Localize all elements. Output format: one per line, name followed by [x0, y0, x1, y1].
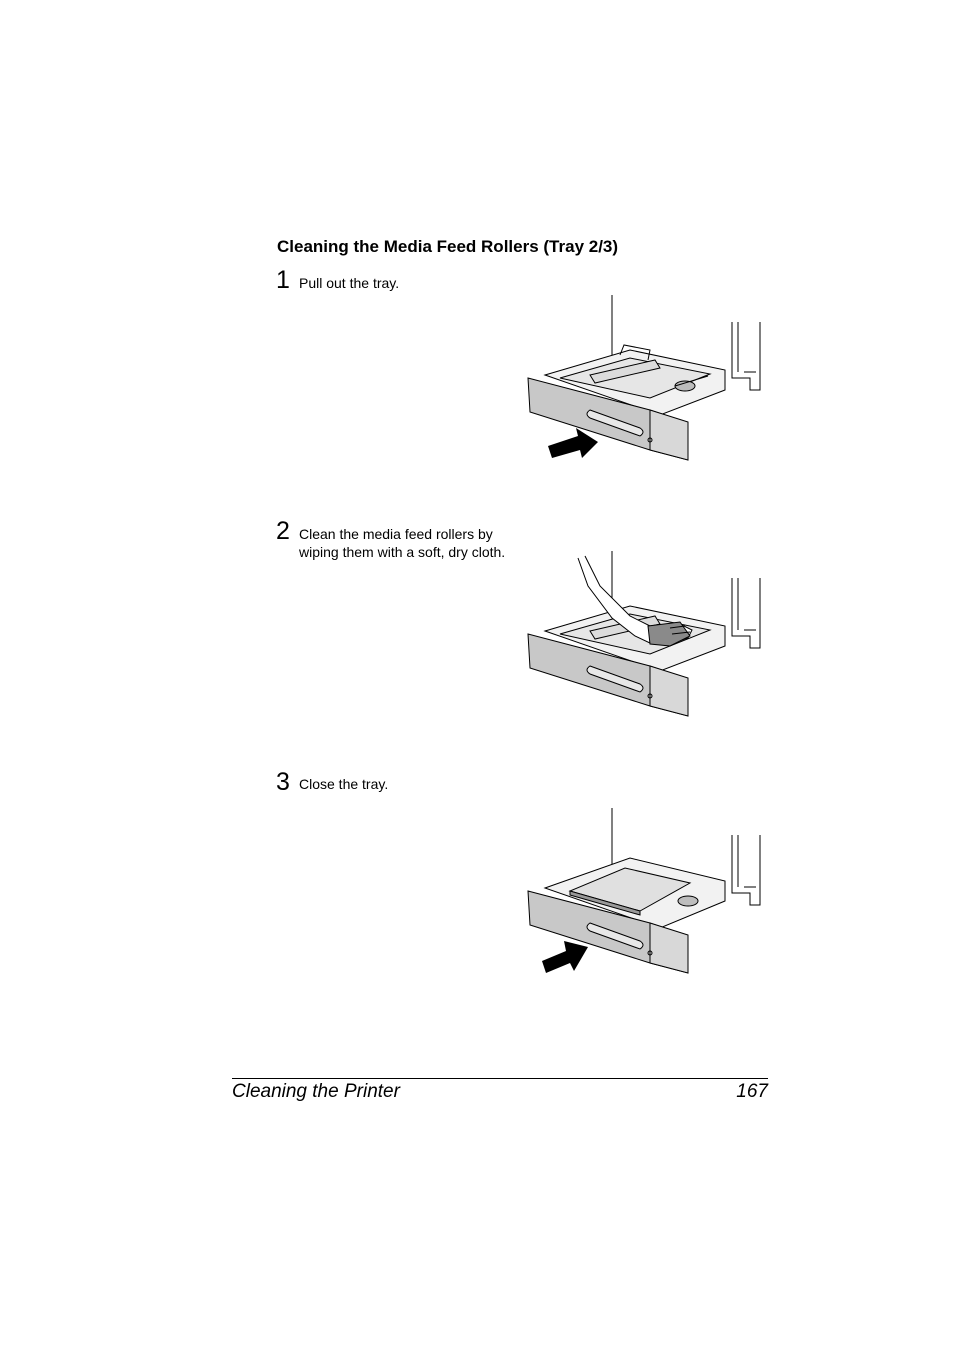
- pull-out-tray-illustration: [527, 295, 761, 461]
- section-title: Cleaning the Media Feed Rollers (Tray 2/…: [277, 237, 619, 256]
- close-tray-illustration: [527, 808, 761, 974]
- step-number: 2: [276, 517, 290, 545]
- step-number: 1: [276, 266, 290, 294]
- clean-rollers-illustration: [527, 551, 761, 717]
- step-text: Close the tray.: [299, 776, 389, 792]
- step-number: 3: [276, 768, 290, 796]
- footer-chapter-title: Cleaning the Printer: [232, 1081, 400, 1102]
- step-text: Clean the media feed rollers by wiping t…: [299, 526, 506, 560]
- footer-divider: [232, 1078, 768, 1079]
- step-text: Pull out the tray.: [299, 275, 400, 291]
- page-number: 167: [736, 1081, 768, 1102]
